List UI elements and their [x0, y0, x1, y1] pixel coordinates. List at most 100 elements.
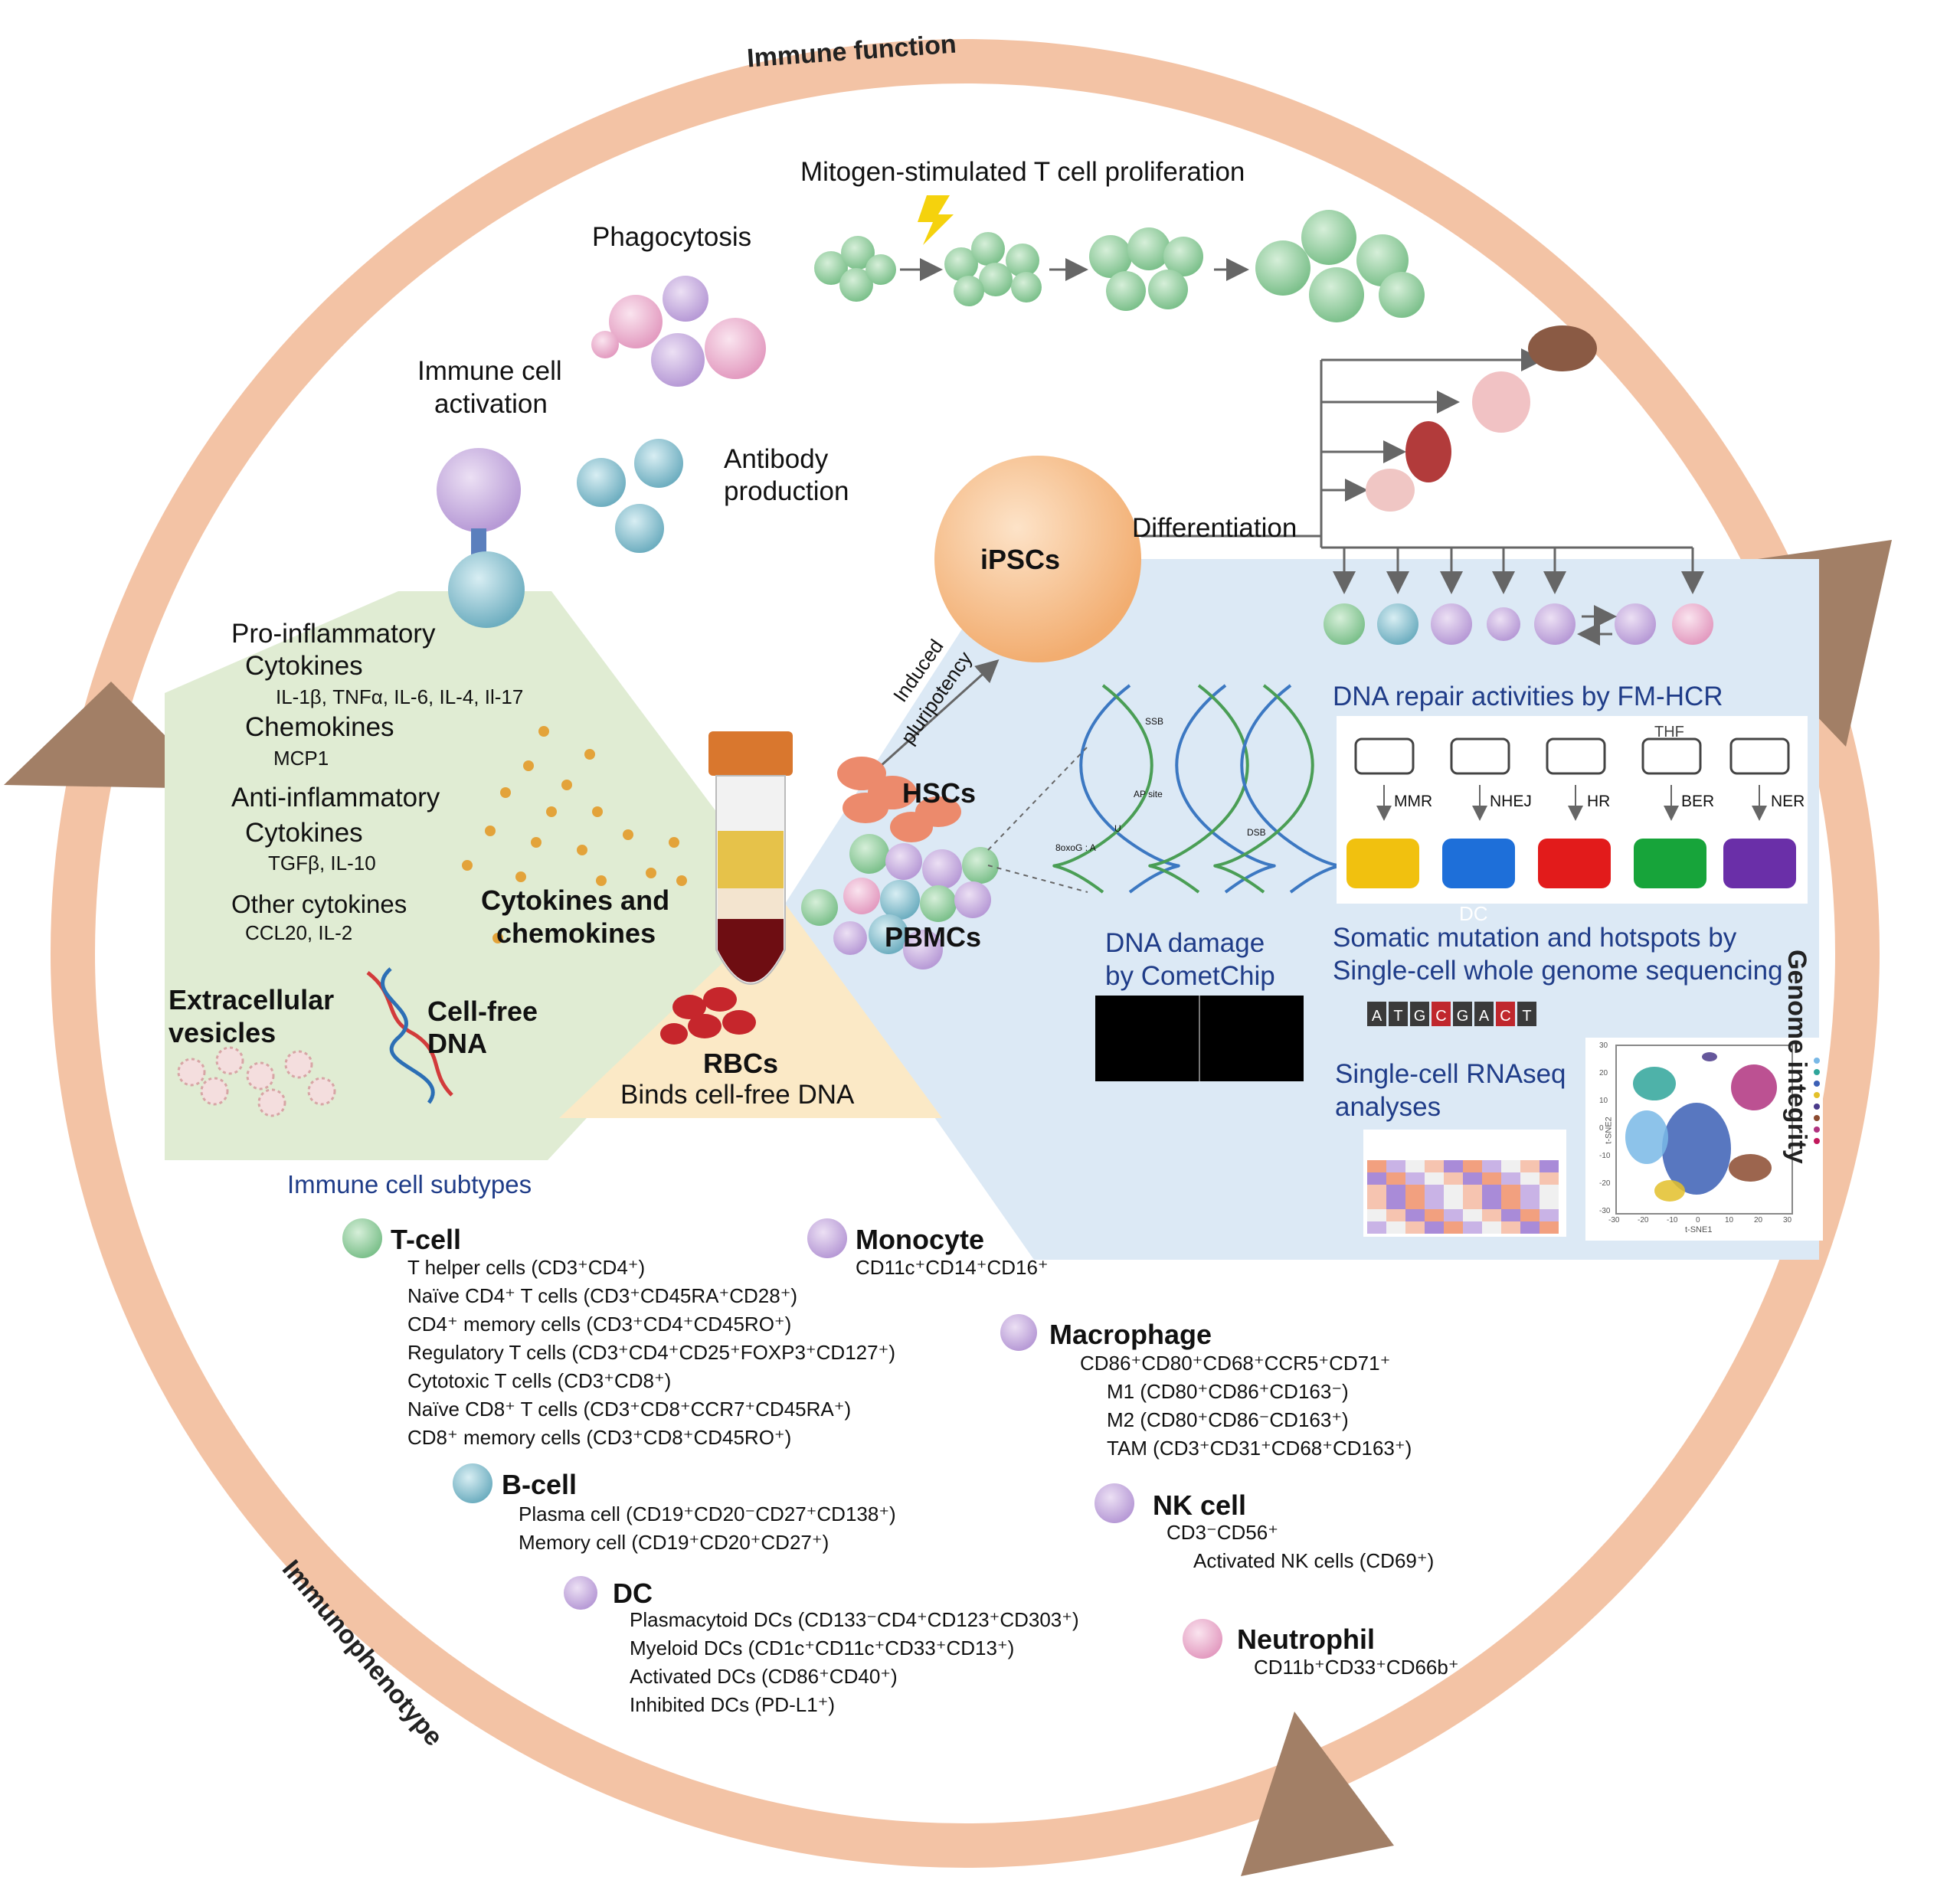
heatmap-cell	[1367, 1197, 1386, 1209]
tcell-marker-line: Cytotoxic T cells (CD3⁺CD8⁺)	[407, 1369, 672, 1392]
dc-marker-line: Activated DCs (CD86⁺CD40⁺)	[630, 1665, 898, 1688]
heatmap-cell	[1501, 1197, 1520, 1209]
heatmap-cells	[1367, 1160, 1559, 1234]
heatmap-cell	[1501, 1209, 1520, 1221]
heatmap-cell	[1425, 1197, 1444, 1209]
tcell-marker-line: T helper cells (CD3⁺CD4⁺)	[407, 1256, 646, 1279]
phagocyte-cell	[651, 333, 705, 387]
zoom-line	[987, 865, 1088, 893]
ring-label-genome-integrity: Genome integrity	[1782, 950, 1811, 1164]
label-tsne-y: t-SNE2	[1604, 1117, 1614, 1144]
sequence-block	[1367, 1002, 1386, 1026]
tsne-ytick: -20	[1599, 1179, 1611, 1188]
monocyte-icon	[807, 1218, 847, 1258]
label-rnaseq-2: analyses	[1335, 1092, 1441, 1122]
heatmap-cell	[1501, 1160, 1520, 1172]
heatmap-cell	[1482, 1172, 1501, 1185]
label-ipscs: iPSCs	[980, 544, 1061, 575]
label-activation-2: activation	[434, 389, 548, 419]
differentiation-tree	[1141, 348, 1704, 594]
sequence-letter: T	[1522, 1008, 1531, 1025]
label-thf: THF	[1654, 724, 1684, 741]
tsne-ytick: -30	[1599, 1207, 1611, 1215]
label-repair-hr: HR	[1587, 793, 1611, 810]
zoom-line	[987, 746, 1088, 851]
dc-icon	[564, 1576, 597, 1610]
ipsc-colony	[934, 456, 1141, 662]
heatmap-cell	[1367, 1160, 1386, 1172]
neutrophil-marker-list: CD11b⁺CD33⁺CD66b⁺	[1254, 1656, 1459, 1684]
label-pro-list: IL-1β, TNFα, IL-6, IL-4, Il-17	[276, 685, 524, 708]
dc-marker-line: Myeloid DCs (CD1c⁺CD11c⁺CD33⁺CD13⁺)	[630, 1637, 1015, 1659]
heatmap-cell	[1520, 1185, 1540, 1197]
proliferation-stage-3	[1089, 227, 1203, 311]
heatmap-cell	[1444, 1185, 1463, 1197]
macrophage-marker-line: TAM (CD3⁺CD31⁺CD68⁺CD163⁺)	[1107, 1437, 1412, 1460]
heatmap-cell	[1444, 1197, 1463, 1209]
heatmap-cell	[1367, 1172, 1386, 1185]
lungs-icon	[1472, 371, 1530, 433]
sequence-letter: G	[1457, 1008, 1469, 1025]
label-repair-ber: BER	[1681, 793, 1715, 810]
lightning-icon	[918, 195, 954, 245]
macrophage-marker-line: M2 (CD80⁺CD86⁻CD163⁺)	[1107, 1408, 1349, 1431]
sequence-block	[1496, 1002, 1515, 1026]
tsne-legend	[1814, 1058, 1820, 1144]
tcell-name: T-cell	[391, 1224, 462, 1255]
heatmap-cell	[1367, 1221, 1386, 1234]
heatmap-cell	[1463, 1185, 1482, 1197]
label-hscs: HSCs	[902, 777, 977, 809]
monocyte-marker-list: CD11c⁺CD14⁺CD16⁺	[856, 1256, 1049, 1284]
tcell-marker-list: T helper cells (CD3⁺CD4⁺)Naïve CD4⁺ T ce…	[407, 1256, 895, 1454]
dc-name: DC	[613, 1578, 653, 1609]
tsne-xtick: 20	[1754, 1216, 1763, 1225]
tsne-xtick: 0	[1696, 1216, 1700, 1225]
heatmap-cell	[1444, 1160, 1463, 1172]
label-rbcs-note: Binds cell-free DNA	[620, 1080, 855, 1110]
proliferation-stage-2	[944, 232, 1042, 306]
label-antibody-1: Antibody	[724, 444, 829, 474]
label-tsne-x: t-SNE1	[1685, 1225, 1713, 1234]
label-repair-ner: NER	[1771, 793, 1805, 810]
heatmap-cell	[1520, 1209, 1540, 1221]
repair-arrows	[1376, 785, 1767, 821]
label-ev-2: vesicles	[169, 1017, 276, 1048]
label-cytokines-chemokines-2: chemokines	[496, 917, 656, 949]
heatmap-cell	[1463, 1221, 1482, 1234]
tcell-marker-line: Regulatory T cells (CD3⁺CD4⁺CD25⁺FOXP3⁺C…	[407, 1341, 895, 1364]
heatmap-cell	[1482, 1160, 1501, 1172]
heart-icon	[1405, 421, 1451, 482]
heatmap-cell	[1463, 1197, 1482, 1209]
hsc-cluster	[837, 757, 961, 842]
brain-icon	[1366, 469, 1415, 512]
heatmap-cell	[1405, 1209, 1425, 1221]
macrophage-name: Macrophage	[1049, 1319, 1212, 1350]
dna-helices	[1052, 684, 1341, 894]
tsne-xtick: 30	[1783, 1216, 1792, 1225]
dc-marker-line: Plasmacytoid DCs (CD133⁻CD4⁺CD123⁺CD303⁺…	[630, 1608, 1079, 1631]
tsne-ytick: 20	[1599, 1069, 1608, 1077]
sequence-letter: A	[1479, 1008, 1490, 1025]
heatmap-cell	[1425, 1185, 1444, 1197]
bcell-icon	[453, 1463, 492, 1503]
heatmap-cell	[1482, 1197, 1501, 1209]
rbc-cluster	[660, 987, 756, 1045]
label-somatic-1: Somatic mutation and hotspots by	[1333, 923, 1737, 953]
sequence-letter: G	[1414, 1008, 1426, 1025]
repair-plasmids	[1354, 737, 1790, 775]
reporter-boxes	[1346, 839, 1796, 888]
nk-marker-list: CD3⁻CD56⁺Activated NK cells (CD69⁺)	[1167, 1521, 1434, 1578]
heatmap-cell	[1463, 1209, 1482, 1221]
nk-marker-line: CD3⁻CD56⁺	[1167, 1521, 1278, 1544]
neutrophil-icon	[1183, 1619, 1222, 1659]
heatmap-cell	[1482, 1221, 1501, 1234]
label-dc-overlay: DC	[1459, 902, 1488, 925]
liver-icon	[1528, 325, 1597, 371]
heatmap-cell	[1425, 1160, 1444, 1172]
cell-free-dna	[366, 967, 453, 1104]
label-dna-ap-site: AP site	[1134, 789, 1163, 799]
cytokine-dots	[462, 726, 687, 943]
label-chemokines-list: MCP1	[273, 747, 329, 770]
tsne-xtick: -10	[1667, 1216, 1678, 1225]
